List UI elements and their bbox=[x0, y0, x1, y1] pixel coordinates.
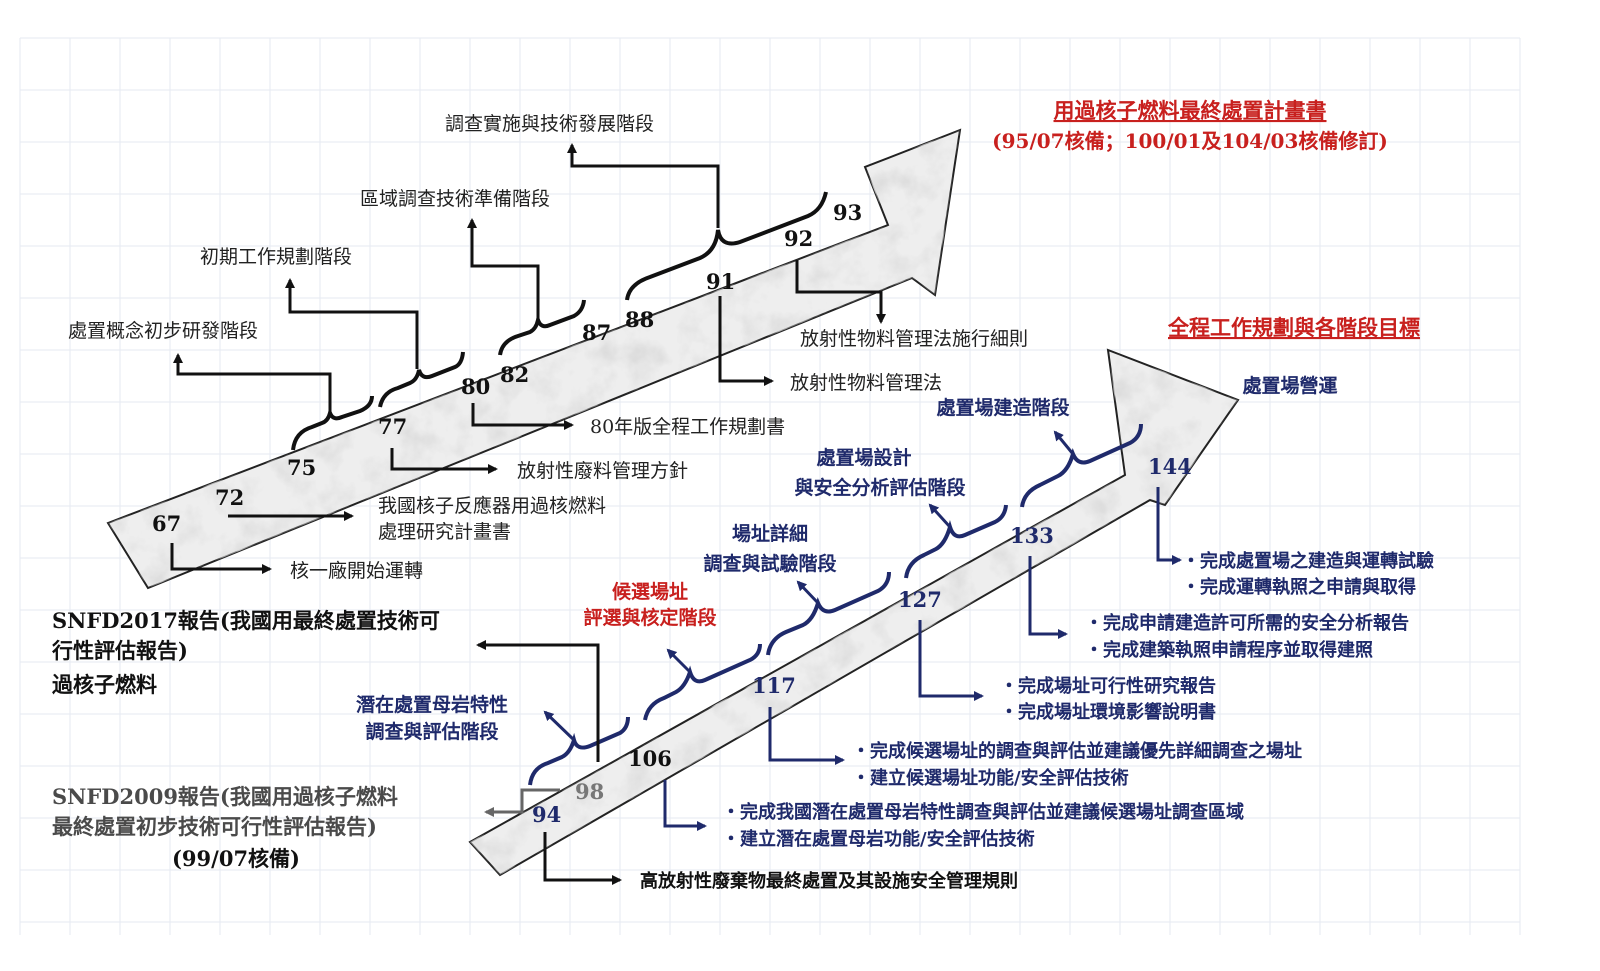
phase-candidate-site-l1: 候選場址 bbox=[612, 580, 688, 603]
snfd2009-line2: 最終處置初步技術可行性評估報告) bbox=[52, 814, 377, 839]
phase-design-safety-l1: 處置場設計 bbox=[816, 446, 911, 469]
event-72-line1: 我國核子反應器用過核燃料 bbox=[378, 494, 606, 517]
goal-127-1: ・完成場址可行性研究報告 bbox=[1000, 675, 1216, 697]
year-98: 98 bbox=[575, 779, 604, 804]
goal-133-1: ・完成申請建造許可所需的安全分析報告 bbox=[1085, 612, 1409, 634]
phase-design-safety-l2: 與安全分析評估階段 bbox=[794, 476, 966, 499]
goal-106-1: ・完成我國潛在處置母岩特性調查與評估並建議候選場址調查區域 bbox=[722, 801, 1244, 823]
phase-initial-planning: 初期工作規劃階段 bbox=[200, 246, 352, 268]
year-77: 77 bbox=[378, 414, 407, 439]
phase-regional-survey-prep: 區域調查技術準備階段 bbox=[360, 188, 550, 210]
phase-detailed-site-l1: 場址詳細 bbox=[732, 522, 808, 545]
phase-detailed-site-l2: 調查與試驗階段 bbox=[703, 552, 837, 575]
goal-106-2: ・建立潛在處置母岩功能/安全評估技術 bbox=[722, 828, 1035, 850]
year-144: 144 bbox=[1148, 454, 1192, 479]
year-82: 82 bbox=[500, 362, 529, 387]
work-plan-title: 全程工作規劃與各階段目標 bbox=[1167, 315, 1420, 340]
year-80: 80 bbox=[461, 374, 490, 399]
year-94: 94 bbox=[532, 802, 561, 827]
year-106: 106 bbox=[628, 746, 672, 771]
event-77: 放射性廢料管理方針 bbox=[517, 460, 688, 482]
goal-117-2: ・建立候選場址功能/安全評估技術 bbox=[852, 767, 1129, 789]
year-93: 93 bbox=[833, 200, 862, 225]
year-91: 91 bbox=[706, 269, 735, 294]
lower-timeline-arrow bbox=[468, 348, 1240, 877]
plan-approval-dates: (95/07核備；100/01及104/03核備修訂) bbox=[992, 129, 1388, 153]
year-88: 88 bbox=[625, 307, 654, 332]
year-75: 75 bbox=[287, 455, 316, 480]
goal-133-2: ・完成建築執照申請程序並取得建照 bbox=[1085, 639, 1373, 661]
lower-years: 94 98 106 117 127 133 144 bbox=[532, 454, 1192, 827]
event-67: 核一廠開始運轉 bbox=[290, 559, 423, 582]
year-67: 67 bbox=[152, 511, 181, 536]
event-80: 80年版全程工作規劃書 bbox=[590, 416, 785, 438]
upper-phase-braces bbox=[291, 191, 828, 451]
upper-connectors bbox=[170, 143, 886, 574]
regulation-94: 高放射性廢棄物最終處置及其設施安全管理規則 bbox=[640, 870, 1018, 892]
snfd2017-line2: 行性評估報告) bbox=[51, 638, 188, 663]
phase-construction: 處置場建造階段 bbox=[936, 396, 1070, 419]
snfd2009-line3: (99/07核備) bbox=[172, 846, 300, 871]
phase-host-rock-l1: 潛在處置母岩特性 bbox=[356, 693, 508, 716]
year-117: 117 bbox=[752, 673, 796, 698]
lower-phase-labels: 潛在處置母岩特性 調查與評估階段 候選場址 評選與核定階段 場址詳細 調查與試驗… bbox=[356, 374, 1338, 743]
phase-candidate-site-l2: 評選與核定階段 bbox=[583, 606, 717, 629]
year-92: 92 bbox=[784, 226, 813, 251]
event-92: 放射性物料管理法施行細則 bbox=[800, 328, 1028, 350]
phase-operation: 處置場營運 bbox=[1242, 374, 1337, 397]
snfd2017-line1: SNFD2017報告(我國用最終處置技術可 bbox=[52, 608, 440, 633]
lower-connectors bbox=[476, 430, 1182, 885]
snfd2009-report: SNFD2009報告(我國用過核子燃料 最終處置初步技術可行性評估報告) (99… bbox=[52, 784, 398, 871]
goal-144-1: ・完成處置場之建造與運轉試驗 bbox=[1182, 550, 1434, 572]
phase-survey-implementation: 調查實施與技術發展階段 bbox=[445, 113, 654, 135]
snfd2017-report: SNFD2017報告(我國用最終處置技術可 行性評估報告) 過核子燃料 bbox=[51, 608, 440, 697]
year-72: 72 bbox=[215, 485, 244, 510]
goal-144-2: ・完成運轉執照之申請與取得 bbox=[1182, 576, 1416, 598]
upper-timeline-arrow bbox=[106, 128, 962, 590]
snfd2017-line3: 過核子燃料 bbox=[52, 672, 157, 697]
phase-host-rock-l2: 調查與評估階段 bbox=[365, 720, 499, 743]
event-91: 放射性物料管理法 bbox=[790, 372, 942, 394]
upper-events: 核一廠開始運轉 我國核子反應器用過核燃料 處理研究計畫書 放射性廢料管理方針 8… bbox=[290, 328, 1028, 582]
upper-years: 67 72 75 77 80 82 87 88 91 92 93 bbox=[152, 200, 862, 536]
goal-117-1: ・完成候選場址的調查與評估並建議優先詳細調查之場址 bbox=[852, 740, 1302, 762]
year-127: 127 bbox=[898, 587, 942, 612]
plan-title: 用過核子燃料最終處置計畫書 bbox=[1054, 98, 1327, 123]
upper-phase-labels: 處置概念初步研發階段 初期工作規劃階段 區域調查技術準備階段 調查實施與技術發展… bbox=[68, 113, 654, 342]
year-87: 87 bbox=[582, 320, 611, 345]
goal-127-2: ・完成場址環境影響說明書 bbox=[1000, 701, 1216, 723]
phase-concept: 處置概念初步研發階段 bbox=[68, 319, 258, 342]
lower-goals: ・完成我國潛在處置母岩特性調查與評估並建議候選場址調查區域 ・建立潛在處置母岩功… bbox=[722, 550, 1434, 850]
event-72-line2: 處理研究計畫書 bbox=[378, 521, 511, 543]
year-133: 133 bbox=[1010, 523, 1054, 548]
snfd2009-line1: SNFD2009報告(我國用過核子燃料 bbox=[52, 784, 398, 809]
